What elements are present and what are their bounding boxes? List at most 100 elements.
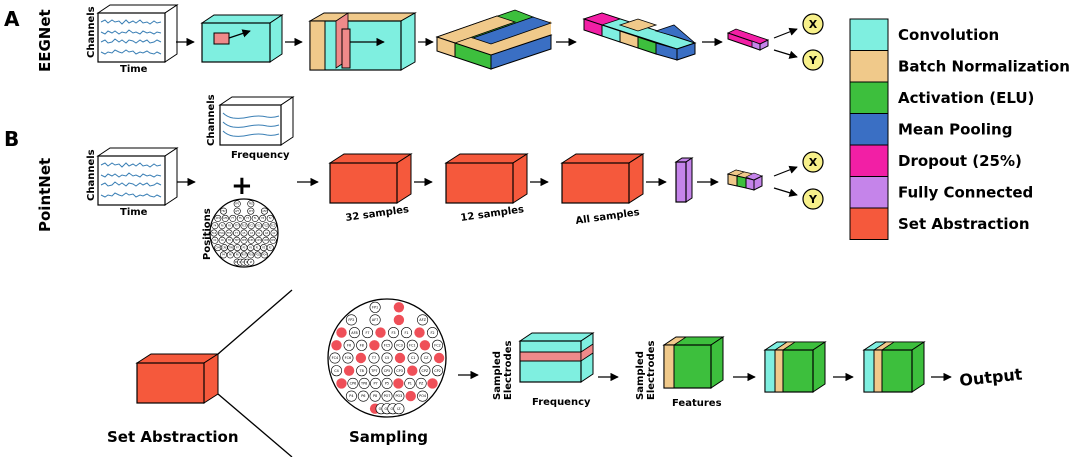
electrode (329, 352, 341, 364)
legend-swatch (849, 81, 889, 114)
electrode (233, 222, 241, 230)
electrode-label: PO4 (262, 254, 267, 257)
electrode (211, 222, 219, 230)
time-label-b: Time (120, 207, 148, 218)
electrode (254, 251, 262, 259)
electrode (244, 214, 252, 222)
electrode-label: O1 (379, 407, 384, 411)
electrode (381, 339, 393, 351)
electrode (247, 258, 255, 266)
electrode (260, 207, 268, 215)
electrode (240, 222, 248, 230)
electrode (381, 365, 393, 377)
electrode-label: FP2 (222, 210, 227, 213)
electrode-label: FC4 (212, 232, 217, 235)
set-abstraction-detail-block (135, 353, 220, 404)
electrode (218, 222, 226, 230)
electrode (345, 314, 357, 326)
electrode-label: C1 (411, 356, 416, 360)
electrode-label: F3 (391, 331, 395, 335)
electrode (343, 339, 355, 351)
dropout-fc-block-a (726, 28, 770, 51)
time-label-a: Time (120, 64, 148, 75)
electrode-label: FCZ (264, 225, 269, 228)
electrode-label: P5 (243, 246, 246, 249)
electrode-label: PO4 (419, 394, 426, 398)
electrode-label: FC3 (396, 344, 402, 348)
electrode-label: OZ (385, 407, 391, 411)
eeg-trace (100, 19, 162, 25)
electrode-label: P6 (229, 254, 232, 257)
conv-bn-elu-block-1 (763, 341, 827, 393)
electrode (393, 403, 405, 415)
electrode (358, 377, 370, 389)
electrode (415, 377, 427, 389)
conv-input-block (200, 14, 284, 63)
electrode-label: T8 (228, 239, 231, 242)
electrode (240, 229, 248, 237)
sampled-electrode (427, 378, 438, 389)
eeg-trace (100, 162, 162, 168)
electrode (233, 251, 241, 259)
plus-sign: + (231, 171, 253, 201)
electrode-label: FP1 (372, 305, 378, 309)
dropout-sep-conv-block (582, 12, 697, 61)
electrode-label: FT8 (227, 232, 232, 235)
channels-label-a: Channels (86, 6, 97, 58)
electrode (210, 229, 218, 237)
electrode-label: P6 (361, 394, 365, 398)
electrode-label: C5 (385, 356, 390, 360)
electrode-label: IZ (250, 261, 253, 264)
electrode-label: C6 (221, 239, 225, 242)
electrode-label: CPZ (422, 369, 429, 373)
electrode (240, 236, 248, 244)
electrode (330, 365, 342, 377)
electrode (220, 207, 228, 215)
electrode-label: F2 (430, 331, 434, 335)
electrode-label: CP3 (249, 239, 254, 242)
electrode-label: AF7 (235, 210, 240, 213)
samples-all-label: All samples (575, 207, 640, 227)
zoom-line-top (217, 289, 293, 355)
electrode (381, 390, 393, 402)
electrode (269, 222, 277, 230)
electrode-label: IZ (397, 407, 401, 411)
electrode (214, 214, 222, 222)
electrode-label: AF4 (216, 217, 221, 220)
electrode-label: C2 (273, 232, 277, 235)
electrode (357, 390, 369, 402)
electrode-label: FP1 (235, 203, 240, 206)
sampled-electrode (393, 302, 405, 313)
electrode-label: AFZ (419, 318, 426, 322)
electrode-label: F1 (254, 217, 257, 220)
eeg-signal-panel-a (96, 4, 179, 63)
sampled-electrode (407, 365, 418, 376)
electrode-label: CP5 (242, 239, 247, 242)
legend-label: Dropout (25%) (898, 152, 1022, 170)
electrode (255, 222, 263, 230)
electrode (225, 229, 233, 237)
electrode (266, 244, 274, 252)
electrode-label: CZ (265, 232, 269, 235)
electrode-label: TP8 (360, 382, 367, 386)
electrode-label: T7 (235, 232, 238, 235)
sampled-electrode (419, 340, 431, 351)
set-abstraction-all-block (560, 153, 645, 204)
electrode (394, 339, 406, 351)
arrow (773, 27, 798, 39)
electrode-label: FC3 (249, 225, 254, 228)
electrode (211, 236, 219, 244)
fully-connected-column (674, 157, 694, 203)
electrode-label: FP2 (348, 318, 354, 322)
electrode-label: FC6 (345, 356, 351, 360)
legend-swatch (849, 207, 889, 240)
electrode (233, 229, 241, 237)
electrode-label: P7 (373, 382, 377, 386)
output-y-node-a (802, 49, 824, 71)
output-x-label-a: X (809, 18, 818, 31)
channels-label-b: Channels (86, 149, 97, 201)
electrode-label: P3 (249, 246, 252, 249)
electrode-label: TP8 (229, 246, 234, 249)
electrode-label: POZ (255, 254, 260, 257)
